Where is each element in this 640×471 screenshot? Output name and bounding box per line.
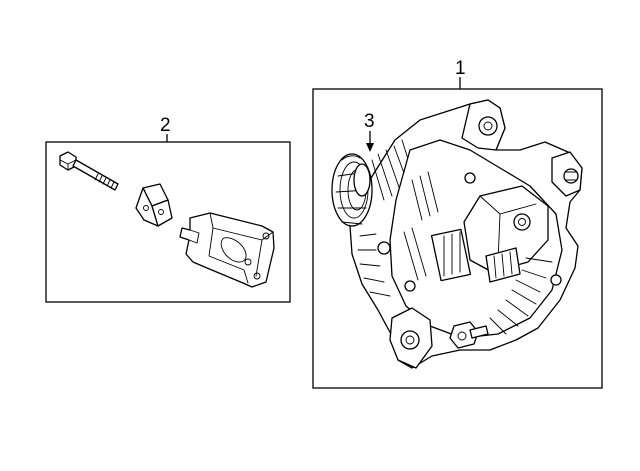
callout-2-group: 2 <box>45 115 291 303</box>
regulator <box>430 185 549 283</box>
callout-1-group: 1 3 <box>312 58 603 389</box>
pulley <box>331 153 373 227</box>
alternator-drawing <box>331 99 583 369</box>
callout-2-box <box>45 141 291 303</box>
callout-1-box <box>312 88 603 389</box>
callout-1-label: 1 <box>455 58 466 79</box>
square-nut <box>135 183 173 227</box>
callout-3-arrow <box>366 143 374 152</box>
bolt <box>59 151 119 191</box>
callout-3-label: 3 <box>364 111 375 132</box>
callout-2-label: 2 <box>160 115 171 136</box>
mounting-bracket <box>179 212 275 288</box>
output-terminal <box>449 321 489 349</box>
